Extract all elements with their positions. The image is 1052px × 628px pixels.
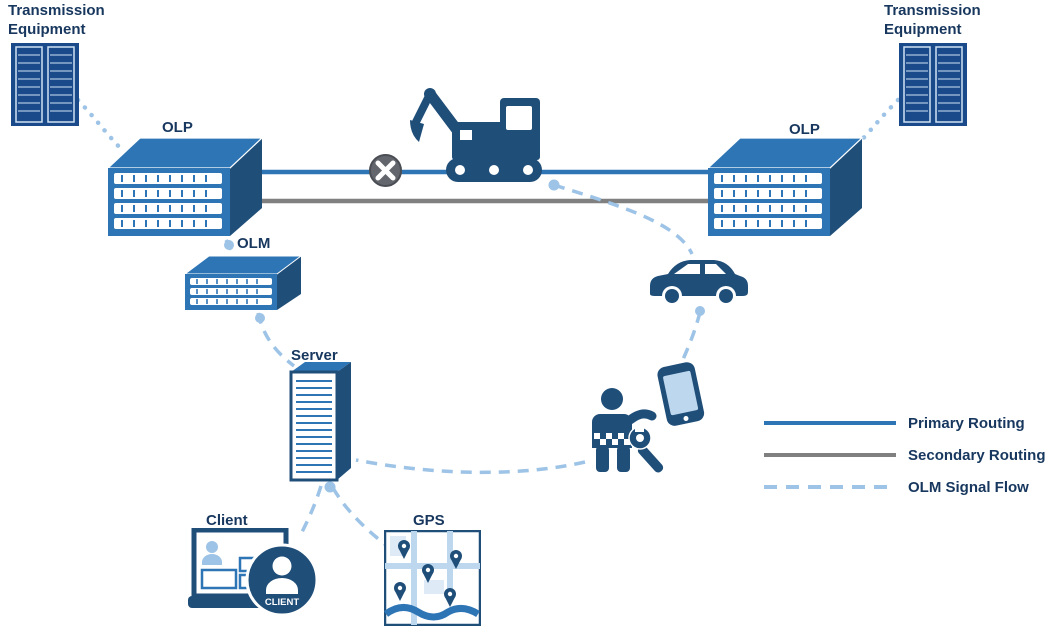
- server-icon: [289, 362, 351, 482]
- olp-left-icon: [106, 137, 264, 236]
- legend-label-secondary: Secondary Routing: [908, 446, 1046, 464]
- label-transmission-right: Transmission Equipment: [884, 2, 981, 38]
- legend-item-primary-routing: Primary Routing: [764, 412, 1046, 434]
- label-olp-left: OLP: [162, 119, 193, 136]
- label-gps: GPS: [413, 512, 445, 529]
- legend-label-olm-flow: OLM Signal Flow: [908, 478, 1029, 496]
- olp-right-icon: [706, 137, 864, 236]
- legend-item-secondary-routing: Secondary Routing: [764, 444, 1046, 466]
- label-client: Client: [206, 512, 248, 529]
- excavator-icon: [410, 88, 542, 182]
- client-icon: CLIENT: [188, 528, 319, 617]
- legend-swatch-secondary: [764, 453, 896, 457]
- transmission-rack-right-icon: [899, 43, 967, 126]
- gps-pins: [394, 540, 462, 607]
- olm-icon: [183, 255, 303, 310]
- transmission-rack-left-icon: [11, 43, 79, 126]
- legend-label-primary: Primary Routing: [908, 414, 1025, 432]
- technician-icon: [592, 388, 665, 475]
- fiber-cut-icon: [369, 154, 402, 187]
- legend-swatch-olm-flow: [764, 485, 896, 489]
- olm-flow-server-to-client: [300, 485, 323, 533]
- tool-belt: [594, 433, 630, 445]
- car-icon: [650, 260, 748, 306]
- olm-flow-cut-to-car: [553, 183, 694, 255]
- olm-flow-car-to-phone: [679, 311, 702, 365]
- label-olm: OLM: [237, 235, 271, 252]
- legend: Primary Routing Secondary Routing OLM Si…: [764, 412, 1046, 508]
- label-server: Server: [291, 347, 338, 364]
- legend-item-olm-signal-flow: OLM Signal Flow: [764, 476, 1046, 498]
- gps-map-icon: [384, 530, 481, 626]
- client-badge-label: CLIENT: [265, 597, 300, 608]
- label-transmission-left: Transmission Equipment: [8, 2, 105, 38]
- smartphone-icon: [656, 360, 706, 428]
- wrench-icon: [628, 423, 665, 475]
- olm-flow-rack-left-to-olp: [75, 97, 125, 153]
- legend-swatch-primary: [764, 421, 896, 425]
- olm-flow-server-to-gps: [331, 487, 389, 548]
- olm-flow-technician-to-server: [355, 458, 586, 475]
- label-olp-right: OLP: [789, 121, 820, 138]
- flow-junction-dots: [224, 179, 705, 493]
